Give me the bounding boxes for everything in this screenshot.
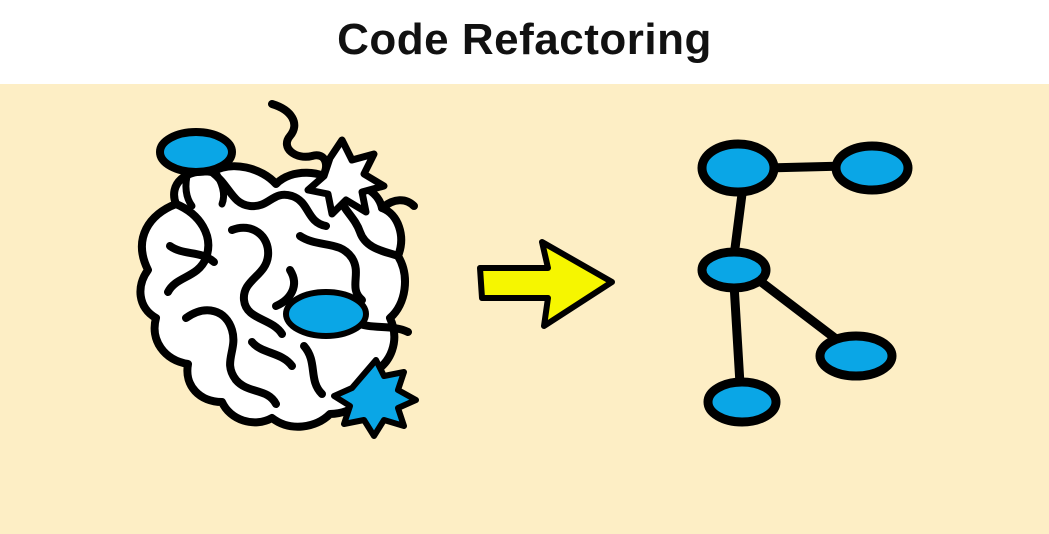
- page-title: Code Refactoring: [337, 15, 712, 64]
- loose-strand-top: [268, 100, 331, 182]
- blob-neck: [182, 166, 228, 210]
- blob-node-middle: [283, 289, 369, 339]
- tangle-strand: [300, 342, 326, 398]
- tangle-strand: [228, 223, 286, 338]
- refactoring-diagram: [0, 84, 1049, 534]
- tangle-strand: [248, 338, 296, 370]
- tangle-strand: [208, 168, 330, 230]
- diagram-panel: [0, 84, 1049, 534]
- tree-structure: [697, 139, 913, 427]
- tangle-strand: [182, 306, 280, 408]
- tangle-strand: [166, 242, 218, 266]
- tree-edge: [729, 189, 747, 261]
- tree-node-root: [697, 139, 779, 197]
- tree-edge: [751, 273, 845, 347]
- right-arrow-icon: [477, 239, 615, 329]
- tree-node-middle: [697, 247, 771, 293]
- title-bar: Code Refactoring: [0, 0, 1049, 84]
- star-lump-white: [304, 136, 388, 218]
- tangled-code-blob: [136, 100, 419, 439]
- tree-edge: [729, 279, 745, 389]
- tree-node-bottom-left: [703, 377, 781, 427]
- loose-strand-right: [378, 196, 418, 212]
- tree-node-top-right: [831, 141, 913, 195]
- tangle-strand: [272, 266, 298, 310]
- tree-node-bottom-right: [815, 331, 897, 381]
- blob-node-top-left: [156, 128, 236, 176]
- tangle-strand: [296, 232, 366, 304]
- blob-star-node: [331, 357, 419, 439]
